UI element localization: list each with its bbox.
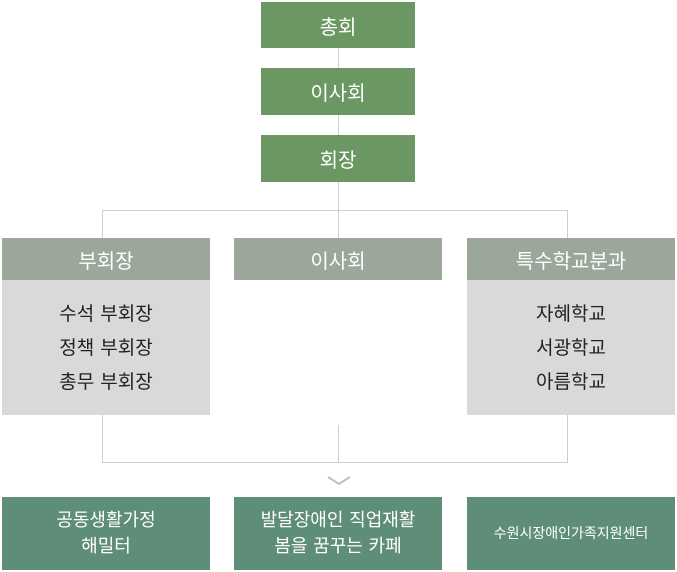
list-item: 아름학교 [536, 370, 606, 393]
vice-president-header: 부회장 [2, 238, 210, 280]
cafe-line-2: 봄을 꿈꾸는 카페 [274, 535, 402, 557]
list-item: 총무 부회장 [59, 370, 153, 393]
connector-line [102, 415, 103, 463]
cafe-box: 발달장애인 직업재활 봄을 꿈꾸는 카페 [234, 497, 442, 570]
board-top-label: 이사회 [310, 81, 366, 105]
board-branch-title: 이사회 [310, 248, 366, 273]
family-center-label: 수원시장애인가족지원센터 [493, 525, 649, 542]
connector-line [338, 425, 339, 463]
family-center-box: 수원시장애인가족지원센터 [467, 497, 675, 570]
general-assembly-label: 총회 [319, 14, 357, 39]
group-home-line-1: 공동생활가정 [56, 509, 156, 531]
connector-line [102, 210, 568, 211]
connector-line [338, 48, 339, 68]
president-box: 회장 [261, 135, 415, 182]
chevron-down-icon [327, 476, 351, 486]
connector-line [567, 415, 568, 463]
group-home-line-2: 해밀터 [81, 535, 131, 557]
list-item: 자혜학교 [536, 302, 606, 325]
special-school-header: 특수학교분과 [467, 238, 675, 280]
special-school-title: 특수학교분과 [515, 248, 627, 273]
connector-line [338, 182, 339, 210]
cafe-line-1: 발달장애인 직업재활 [260, 509, 416, 531]
connector-line [102, 462, 568, 463]
group-home-box: 공동생활가정 해밀터 [2, 497, 210, 570]
list-item: 서광학교 [536, 336, 606, 359]
connector-line [338, 210, 339, 238]
board-top-box: 이사회 [261, 68, 415, 115]
special-school-list: 자혜학교 서광학교 아름학교 [467, 280, 675, 415]
vice-president-list: 수석 부회장 정책 부회장 총무 부회장 [2, 280, 210, 415]
list-item: 정책 부회장 [59, 336, 153, 359]
connector-line [102, 210, 103, 238]
general-assembly-box: 총회 [261, 2, 415, 48]
president-label: 회장 [319, 148, 357, 172]
list-item: 수석 부회장 [59, 302, 153, 325]
connector-line [567, 210, 568, 238]
board-branch-header: 이사회 [234, 238, 442, 280]
connector-line [338, 115, 339, 135]
vice-president-title: 부회장 [78, 248, 134, 273]
